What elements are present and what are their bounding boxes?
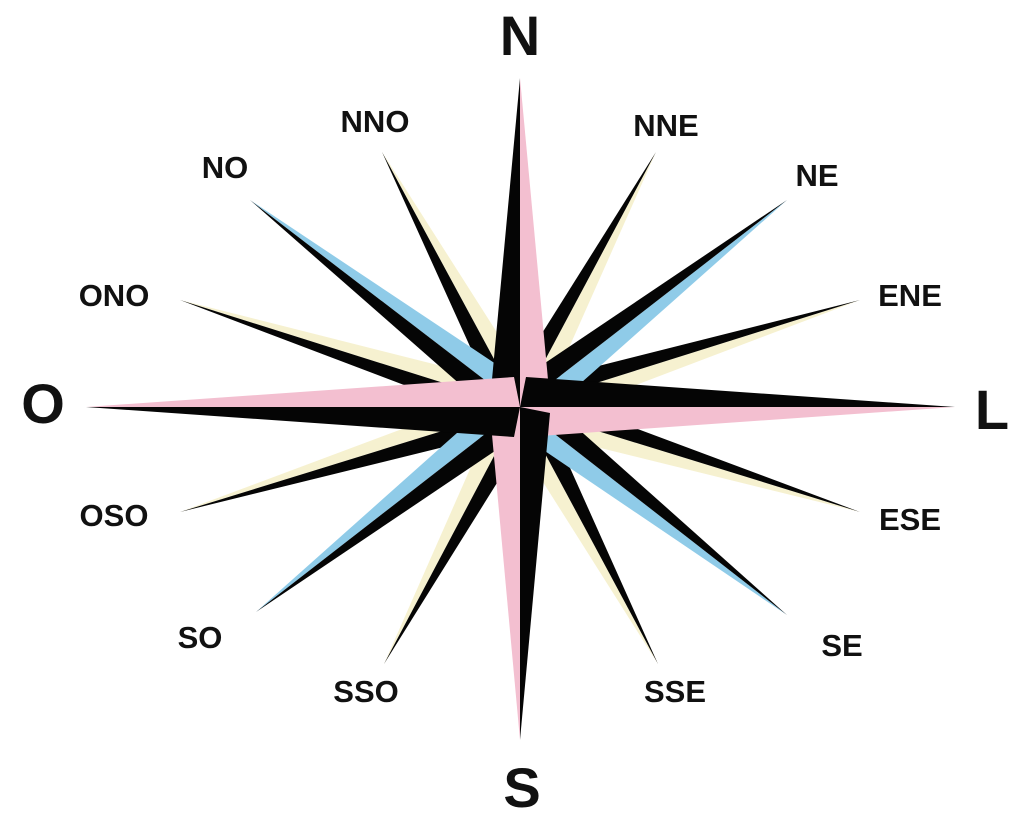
label-ne: NE bbox=[795, 158, 838, 193]
label-s: S bbox=[503, 756, 540, 819]
label-l: L bbox=[975, 378, 1009, 441]
ray-n-light bbox=[520, 78, 550, 407]
ray-l-dark bbox=[520, 377, 955, 407]
label-so: SO bbox=[178, 620, 223, 655]
label-ese: ESE bbox=[879, 502, 941, 537]
ray-n-dark bbox=[490, 78, 520, 407]
label-o: O bbox=[21, 372, 65, 435]
ray-o-light bbox=[86, 377, 520, 407]
label-ene: ENE bbox=[878, 278, 942, 313]
ray-s-dark bbox=[520, 407, 550, 740]
label-oso: OSO bbox=[80, 498, 149, 533]
label-nno: NNO bbox=[341, 104, 410, 139]
label-sso: SSO bbox=[333, 674, 398, 709]
ray-s-light bbox=[490, 407, 520, 740]
label-se: SE bbox=[821, 628, 862, 663]
label-ono: ONO bbox=[79, 278, 150, 313]
label-nne: NNE bbox=[633, 108, 698, 143]
label-no: NO bbox=[202, 150, 249, 185]
ray-o-dark bbox=[86, 407, 520, 437]
label-sse: SSE bbox=[644, 674, 706, 709]
ray-l-light bbox=[520, 407, 955, 437]
label-n: N bbox=[500, 4, 540, 67]
